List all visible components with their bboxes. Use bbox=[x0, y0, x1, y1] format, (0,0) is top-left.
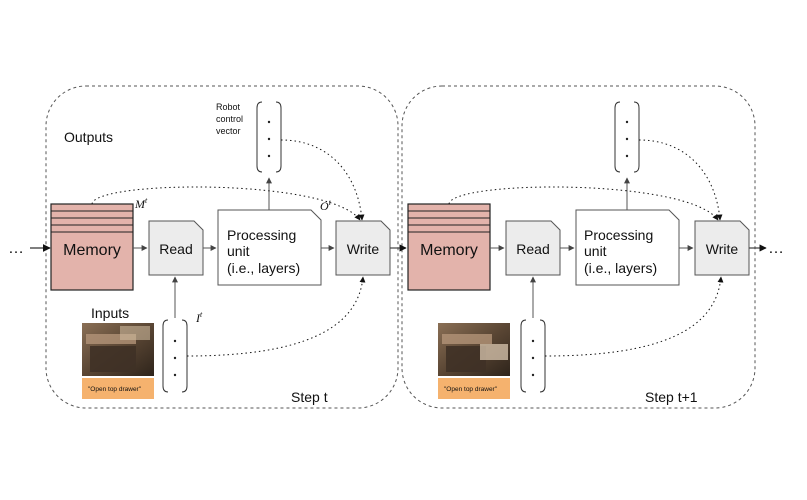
step-t-container bbox=[45, 85, 399, 409]
memory-label-t1: Memory bbox=[420, 242, 478, 259]
input-symbol-sup: t bbox=[200, 310, 203, 319]
input-vector-t bbox=[162, 319, 188, 393]
processing-line-2-t1: unit bbox=[584, 243, 607, 259]
instruction-text-t1: "Open top drawer" bbox=[444, 386, 498, 393]
processing-block-t1: Processing unit (i.e., layers) bbox=[575, 209, 680, 286]
input-symbol-letter: I bbox=[195, 311, 201, 325]
write-block-t1: Write bbox=[694, 220, 750, 276]
input-image-t bbox=[82, 323, 154, 376]
dotted-input-to-write-t bbox=[186, 276, 366, 357]
input-image-t1 bbox=[438, 323, 510, 376]
inputs-label: Inputs bbox=[91, 305, 129, 321]
write-block-t: Write bbox=[335, 220, 391, 276]
dotted-memory-to-write-t1 bbox=[448, 186, 719, 221]
input-vector-t1 bbox=[520, 319, 546, 393]
left-ellipsis: … bbox=[8, 240, 24, 257]
output-symbol-letter: O bbox=[320, 199, 329, 213]
read-block-t1: Read bbox=[505, 220, 561, 276]
memory-symbol-letter: M bbox=[134, 197, 146, 211]
robot-vector-t bbox=[256, 101, 282, 173]
step-t1-container bbox=[401, 85, 756, 409]
robot-label-line-3: vector bbox=[216, 126, 241, 136]
right-ellipsis: … bbox=[768, 240, 784, 257]
read-label-t1: Read bbox=[516, 241, 549, 257]
processing-line-1-t1: Processing bbox=[584, 227, 653, 243]
robot-label-line-2: control bbox=[216, 114, 243, 124]
instruction-text-t: "Open top drawer" bbox=[88, 386, 142, 393]
memory-block-t1: Memory bbox=[407, 203, 491, 291]
read-block-t: Read bbox=[148, 220, 204, 276]
memory-block-t: Memory bbox=[50, 203, 134, 291]
dotted-output-to-write-t bbox=[280, 139, 365, 221]
memory-symbol: Mt bbox=[134, 196, 148, 211]
write-label-t1: Write bbox=[706, 241, 739, 257]
outputs-label: Outputs bbox=[64, 129, 113, 145]
robot-label-line-1: Robot bbox=[216, 102, 241, 112]
read-label: Read bbox=[159, 241, 192, 257]
instruction-caption-t1 bbox=[438, 378, 510, 399]
processing-block-t: Processing unit (i.e., layers) bbox=[217, 209, 322, 286]
processing-line-1: Processing bbox=[227, 227, 296, 243]
memory-symbol-sup: t bbox=[145, 196, 148, 205]
dotted-memory-to-write-t bbox=[91, 186, 361, 221]
instruction-caption-t bbox=[82, 378, 154, 399]
step-label-t1: Step t+1 bbox=[645, 389, 698, 405]
dotted-input-to-write-t1 bbox=[544, 276, 724, 357]
processing-line-3-t1: (i.e., layers) bbox=[584, 260, 657, 276]
processing-line-3: (i.e., layers) bbox=[227, 260, 300, 276]
dotted-output-to-write-t1 bbox=[638, 139, 723, 221]
input-symbol: It bbox=[195, 310, 203, 325]
memory-label: Memory bbox=[63, 242, 121, 259]
write-label: Write bbox=[347, 241, 380, 257]
robot-vector-t1 bbox=[614, 101, 640, 173]
processing-line-2: unit bbox=[227, 243, 250, 259]
step-label-t: Step t bbox=[291, 389, 328, 405]
